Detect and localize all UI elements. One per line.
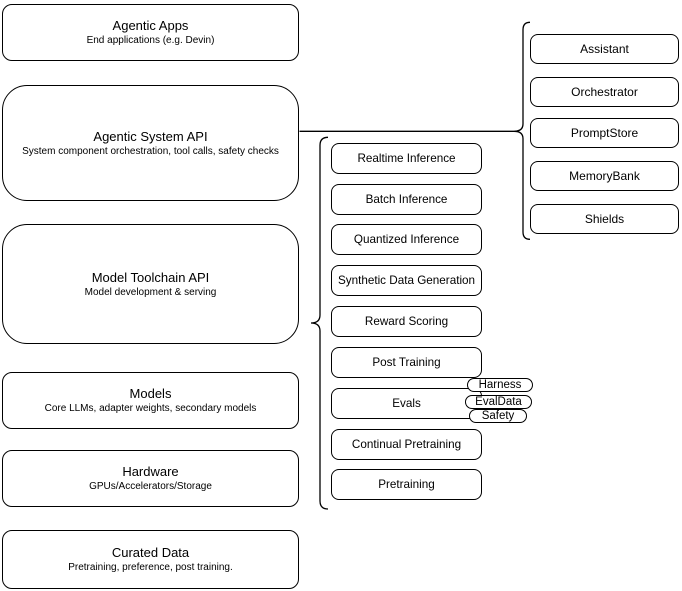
system-group-brace: [513, 21, 531, 240]
box-promptstore: PromptStore: [530, 118, 679, 148]
box-curated-data: Curated Data Pretraining, preference, po…: [2, 530, 299, 589]
box-pretraining: Pretraining: [331, 469, 482, 500]
box-promptstore-label: PromptStore: [570, 126, 639, 140]
box-quantized-inference-label: Quantized Inference: [353, 233, 460, 246]
box-shields-label: Shields: [584, 212, 625, 226]
pill-safety-label: Safety: [481, 410, 515, 422]
box-post-training-label: Post Training: [372, 356, 441, 369]
box-hardware: Hardware GPUs/Accelerators/Storage: [2, 450, 299, 507]
toolchain-group-brace: [310, 136, 329, 510]
box-hardware-subtitle: GPUs/Accelerators/Storage: [89, 481, 212, 492]
box-quantized-inference: Quantized Inference: [331, 224, 482, 255]
pill-harness: Harness: [467, 378, 533, 392]
box-batch-inference: Batch Inference: [331, 184, 482, 215]
box-pretraining-label: Pretraining: [378, 478, 435, 491]
box-agentic-apps: Agentic Apps End applications (e.g. Devi…: [2, 4, 299, 61]
box-memorybank-label: MemoryBank: [569, 169, 640, 183]
box-orchestrator: Orchestrator: [530, 77, 679, 107]
pill-evaldata-label: EvalData: [475, 396, 522, 408]
box-reward-scoring-label: Reward Scoring: [364, 315, 449, 328]
box-agentic-system-api: Agentic System API System component orch…: [2, 85, 299, 201]
box-model-toolchain-api: Model Toolchain API Model development & …: [2, 224, 299, 344]
box-agentic-system-api-subtitle: System component orchestration, tool cal…: [22, 145, 279, 157]
box-models-title: Models: [129, 386, 172, 401]
box-curated-data-subtitle: Pretraining, preference, post training.: [68, 562, 233, 573]
box-evals-label: Evals: [392, 397, 421, 410]
box-evals: Evals: [331, 388, 482, 419]
box-models-subtitle: Core LLMs, adapter weights, secondary mo…: [44, 403, 257, 414]
box-model-toolchain-api-subtitle: Model development & serving: [84, 286, 217, 298]
box-assistant-label: Assistant: [580, 42, 629, 56]
box-post-training: Post Training: [331, 347, 482, 378]
pill-evaldata: EvalData: [465, 395, 532, 409]
box-shields: Shields: [530, 204, 679, 234]
box-hardware-title: Hardware: [122, 464, 179, 479]
box-agentic-system-api-title: Agentic System API: [93, 128, 208, 144]
pill-safety: Safety: [469, 409, 527, 423]
box-realtime-inference-label: Realtime Inference: [357, 152, 456, 165]
box-agentic-apps-subtitle: End applications (e.g. Devin): [86, 35, 215, 46]
box-continual-pretraining-label: Continual Pretraining: [351, 438, 462, 451]
box-models: Models Core LLMs, adapter weights, secon…: [2, 372, 299, 429]
box-synthetic-data-generation: Synthetic Data Generation: [331, 265, 482, 296]
box-synthetic-data-generation-label: Synthetic Data Generation: [337, 274, 476, 287]
box-batch-inference-label: Batch Inference: [365, 193, 448, 206]
box-memorybank: MemoryBank: [530, 161, 679, 191]
pill-harness-label: Harness: [478, 379, 522, 391]
box-agentic-apps-title: Agentic Apps: [112, 18, 189, 33]
box-assistant: Assistant: [530, 34, 679, 64]
box-orchestrator-label: Orchestrator: [571, 85, 638, 99]
box-realtime-inference: Realtime Inference: [331, 143, 482, 174]
box-continual-pretraining: Continual Pretraining: [331, 429, 482, 460]
box-curated-data-title: Curated Data: [111, 545, 190, 560]
box-reward-scoring: Reward Scoring: [331, 306, 482, 337]
box-model-toolchain-api-title: Model Toolchain API: [91, 269, 210, 285]
